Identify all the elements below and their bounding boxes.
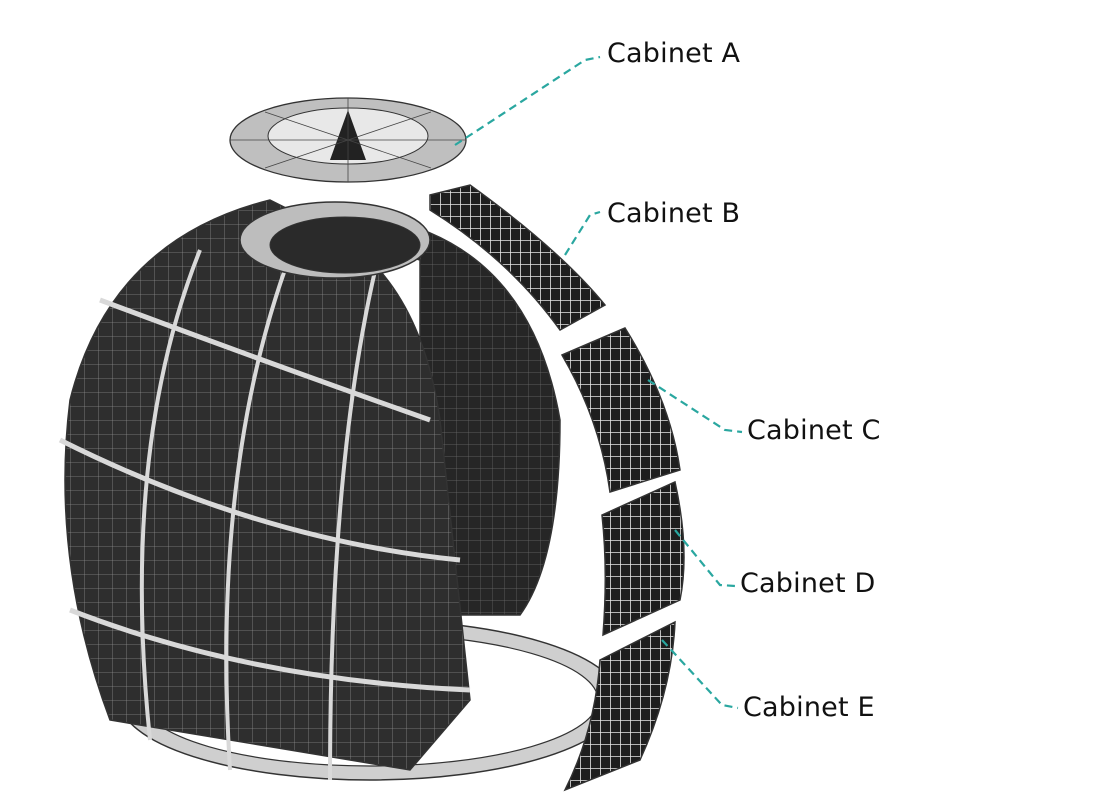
label-cabinet-a: Cabinet A [607,38,741,69]
leader-a [454,55,601,146]
leader-lines [454,55,743,710]
label-cabinet-d: Cabinet D [740,568,876,599]
leader-e [661,639,739,710]
label-cabinet-e: Cabinet E [743,692,875,723]
leader-d [674,529,736,588]
leader-b [564,210,601,256]
cabinet-b-panel [429,184,607,331]
cabinet-e-panel [563,620,676,792]
top-cap [229,97,467,183]
cabinet-c-panel [560,327,681,493]
leader-c [647,379,743,434]
label-cabinet-c: Cabinet C [747,415,881,446]
label-cabinet-b: Cabinet B [607,198,741,229]
dome-shell [58,199,471,781]
cabinet-d-panel [601,480,685,637]
